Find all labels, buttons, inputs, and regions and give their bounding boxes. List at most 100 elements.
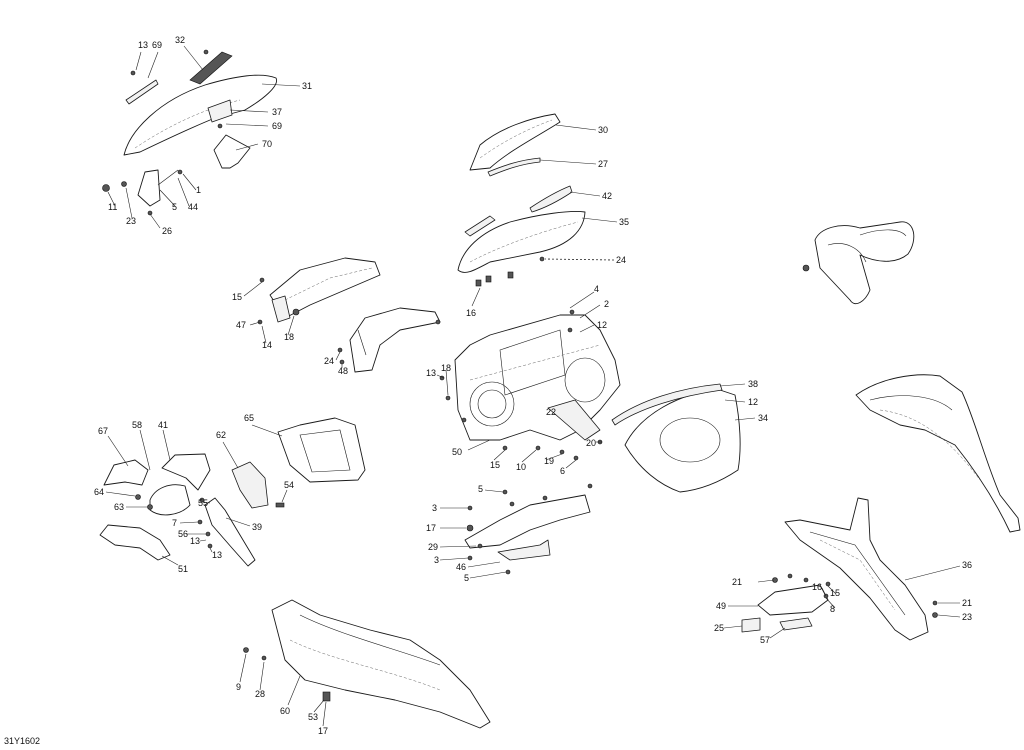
callout: 24 bbox=[324, 356, 334, 366]
bracket-part-46[interactable] bbox=[497, 539, 551, 561]
callout: 48 bbox=[338, 366, 348, 376]
callout: 11 bbox=[108, 202, 117, 212]
lower-side-panel-group bbox=[239, 599, 491, 729]
callout: 5 bbox=[172, 202, 177, 212]
callout: 22 bbox=[546, 407, 556, 417]
trim-part-41[interactable] bbox=[161, 453, 211, 491]
callout: 2 bbox=[604, 299, 609, 309]
callout: 69 bbox=[272, 121, 282, 131]
upper-trim-part-30[interactable] bbox=[469, 113, 561, 171]
trim-part-42[interactable] bbox=[529, 185, 573, 213]
callout: 23 bbox=[126, 216, 136, 226]
callout: 17 bbox=[318, 726, 328, 736]
callout: 39 bbox=[252, 522, 262, 532]
panel-part-34[interactable] bbox=[624, 389, 741, 493]
callout: 60 bbox=[280, 706, 290, 716]
windshield-part-31[interactable] bbox=[123, 74, 277, 156]
callout: 35 bbox=[619, 217, 629, 227]
lower-dash-panel-group bbox=[611, 383, 756, 493]
screw-icon bbox=[243, 647, 331, 702]
callout: 12 bbox=[597, 320, 607, 330]
mirror-part-63[interactable] bbox=[149, 484, 191, 516]
callout: 53 bbox=[308, 712, 318, 722]
callout: 5 bbox=[478, 484, 483, 494]
dash-top-part-35[interactable] bbox=[457, 211, 586, 273]
drawing-reference-code: 31Y1602 bbox=[4, 736, 41, 746]
bracket-part-25[interactable] bbox=[741, 617, 761, 633]
side-panel-right[interactable] bbox=[855, 374, 1021, 533]
callout: 14 bbox=[262, 340, 272, 350]
trim-strip-part-27[interactable] bbox=[487, 157, 541, 177]
nut-icon bbox=[802, 264, 810, 272]
console-part-36[interactable] bbox=[784, 497, 929, 641]
callout: 25 bbox=[714, 623, 724, 633]
trim-part-67[interactable] bbox=[103, 459, 149, 486]
support-part-70[interactable] bbox=[213, 134, 251, 169]
callout: 13 bbox=[138, 40, 148, 50]
callout: 37 bbox=[272, 107, 282, 117]
callout: 31 bbox=[302, 81, 312, 91]
trim-part-38[interactable] bbox=[611, 383, 723, 426]
callout: 54 bbox=[284, 480, 294, 490]
clip-icon bbox=[275, 502, 285, 508]
screw-icon bbox=[439, 309, 603, 461]
vent-duct-group bbox=[243, 257, 441, 373]
plate-part-57[interactable] bbox=[779, 617, 813, 631]
bracket-plate[interactable] bbox=[464, 494, 591, 549]
screw-icon bbox=[135, 494, 213, 549]
callout-labels: 13 69 32 31 37 69 70 1 5 44 11 23 26 30 … bbox=[94, 35, 972, 736]
callout: 17 bbox=[426, 523, 436, 533]
callout: 12 bbox=[748, 397, 758, 407]
callout: 29 bbox=[428, 542, 438, 552]
callout: 15 bbox=[830, 588, 840, 598]
callout: 13 bbox=[426, 368, 436, 378]
bracket-part-62[interactable] bbox=[231, 461, 269, 509]
side-panel-part-60[interactable] bbox=[271, 599, 491, 729]
screw-icon bbox=[772, 573, 938, 618]
callout: 34 bbox=[758, 413, 768, 423]
callout: 21 bbox=[732, 577, 742, 587]
callout: 28 bbox=[255, 689, 265, 699]
callout: 6 bbox=[560, 466, 565, 476]
side-mirror-group bbox=[802, 221, 915, 304]
screw-icon bbox=[257, 277, 441, 365]
callout: 65 bbox=[244, 413, 254, 423]
callout: 38 bbox=[748, 379, 758, 389]
trim-part-51[interactable] bbox=[99, 524, 171, 561]
callout: 51 bbox=[178, 564, 188, 574]
left-trim-group bbox=[99, 417, 366, 567]
dashboard-frame-group bbox=[436, 291, 621, 469]
callout: 23 bbox=[962, 612, 972, 622]
callout: 7 bbox=[172, 518, 177, 528]
callout: 3 bbox=[434, 555, 439, 565]
panel-part-65[interactable] bbox=[277, 417, 366, 483]
console-group bbox=[723, 497, 961, 641]
callout: 50 bbox=[452, 447, 462, 457]
callout: 63 bbox=[114, 502, 124, 512]
callout: 62 bbox=[216, 430, 226, 440]
callout: 44 bbox=[188, 202, 198, 212]
callout: 26 bbox=[162, 226, 172, 236]
callout: 10 bbox=[516, 462, 526, 472]
callout: 19 bbox=[544, 456, 554, 466]
callout: 49 bbox=[716, 601, 726, 611]
mirror-housing[interactable] bbox=[814, 221, 915, 304]
screw-icon bbox=[466, 483, 593, 575]
callout: 58 bbox=[132, 420, 142, 430]
windshield-trim-part-32[interactable] bbox=[189, 51, 233, 85]
clip-icon bbox=[475, 256, 545, 287]
bracket-part-37[interactable] bbox=[207, 99, 233, 123]
duct-part-48[interactable] bbox=[349, 307, 441, 373]
trim-strip-part-69[interactable] bbox=[125, 79, 159, 105]
callout: 9 bbox=[236, 682, 241, 692]
callout: 55 bbox=[198, 498, 208, 508]
callout: 47 bbox=[236, 320, 246, 330]
callout: 21 bbox=[962, 598, 972, 608]
callout: 8 bbox=[830, 604, 835, 614]
callout: 70 bbox=[262, 139, 272, 149]
callout: 3 bbox=[432, 503, 437, 513]
callout: 46 bbox=[456, 562, 466, 572]
mount-part-5[interactable] bbox=[137, 169, 161, 207]
trim-part-39[interactable] bbox=[204, 497, 256, 567]
